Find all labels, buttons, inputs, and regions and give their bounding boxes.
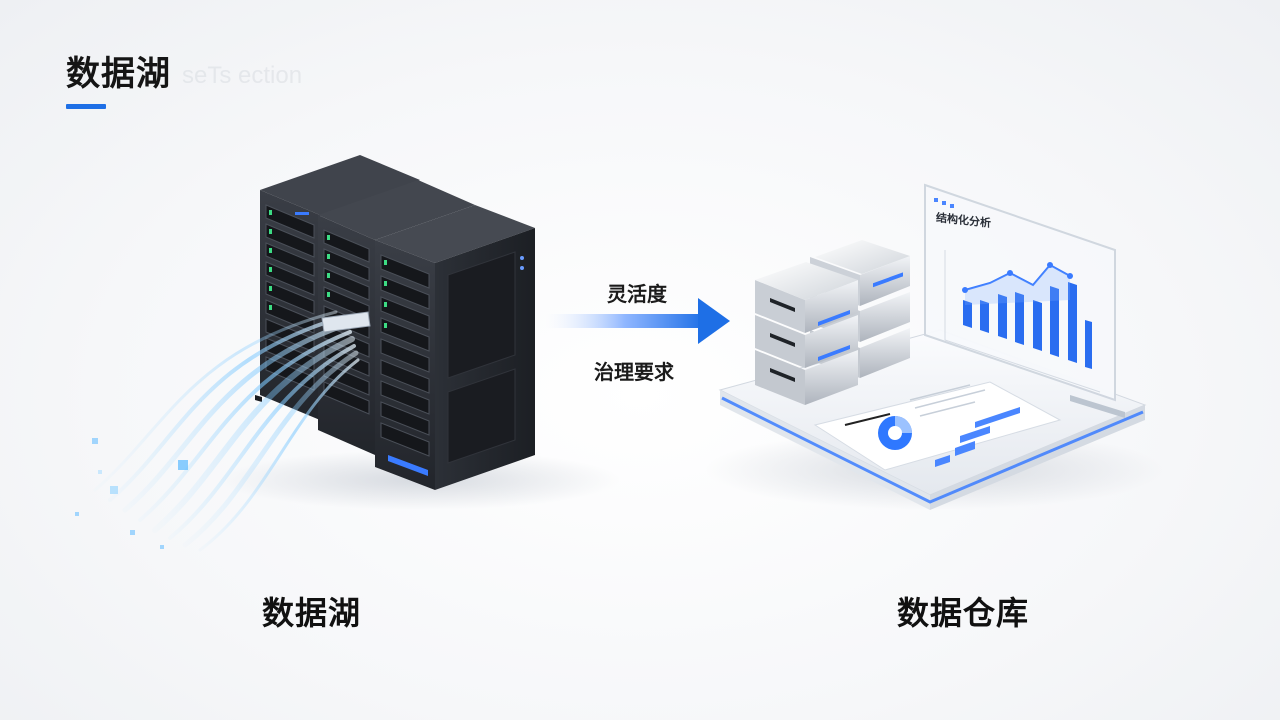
data-stream-fibers	[93, 310, 360, 552]
page-title: 数据湖	[66, 54, 171, 94]
title-underline	[66, 104, 106, 109]
title-ghost-text: seTs ection	[182, 62, 303, 89]
server-rack-group	[220, 155, 620, 510]
arrow-label-governance: 治理要求	[594, 360, 674, 384]
caption-data-lake: 数据湖	[262, 594, 362, 632]
screen-dots	[934, 198, 954, 208]
data-warehouse-group	[705, 183, 1165, 510]
screen-bars	[963, 282, 1092, 369]
data-particles	[75, 438, 188, 549]
caption-data-warehouse: 数据仓库	[897, 594, 1030, 632]
storage-box-stack-front	[755, 262, 858, 405]
fiber-connector	[321, 311, 371, 333]
flow-arrow	[545, 298, 730, 344]
arrow-label-flexibility: 灵活度	[607, 282, 667, 306]
